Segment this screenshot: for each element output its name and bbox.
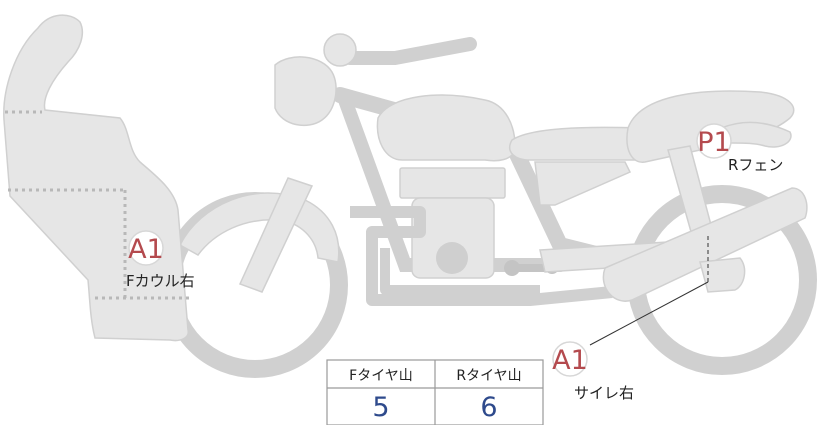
rear-tread-header: Rタイヤ山 [456,368,521,384]
engine [399,167,559,279]
muffler [602,187,808,302]
marker-label: Fカウル右 [126,272,195,290]
exhaust-pipe [350,206,613,306]
engine-cover-circle [436,242,468,274]
marker-badge [552,341,588,377]
marker-badge [696,123,732,159]
marker-code: A1 [552,345,588,376]
front-tread-header: Fタイヤ山 [349,368,413,384]
marker-badge [128,230,164,266]
marker-label: Rフェン [728,156,783,174]
side-cover [534,161,632,206]
front-fork [238,177,314,293]
motorcycle-illustration [3,14,817,378]
marker-rear-fender[interactable]: P1 Rフェン [696,123,783,174]
marker-code: A1 [128,234,164,265]
handlebar [343,37,477,65]
rear-tread-value: 6 [480,392,497,423]
leader-line [589,281,709,346]
front-cowl-dotted-lines [5,110,190,300]
damage-markers: A1 Fカウル右 P1 Rフェン A1 サイレ右 [126,123,783,402]
handlebar-clamp [323,33,357,67]
tire-tread-table: Fタイヤ山 Rタイヤ山 5 6 [326,359,544,425]
front-tread-value: 5 [372,392,389,423]
marker-label: サイレ右 [574,384,634,402]
headlight [274,56,337,127]
marker-code: P1 [697,127,730,158]
front-cowl [3,14,189,342]
marker-front-cowl-right[interactable]: A1 Fカウル右 [126,230,195,290]
marker-muffler-right[interactable]: A1 サイレ右 [552,236,709,402]
fuel-tank [376,94,516,162]
muffler-bracket [699,257,746,293]
